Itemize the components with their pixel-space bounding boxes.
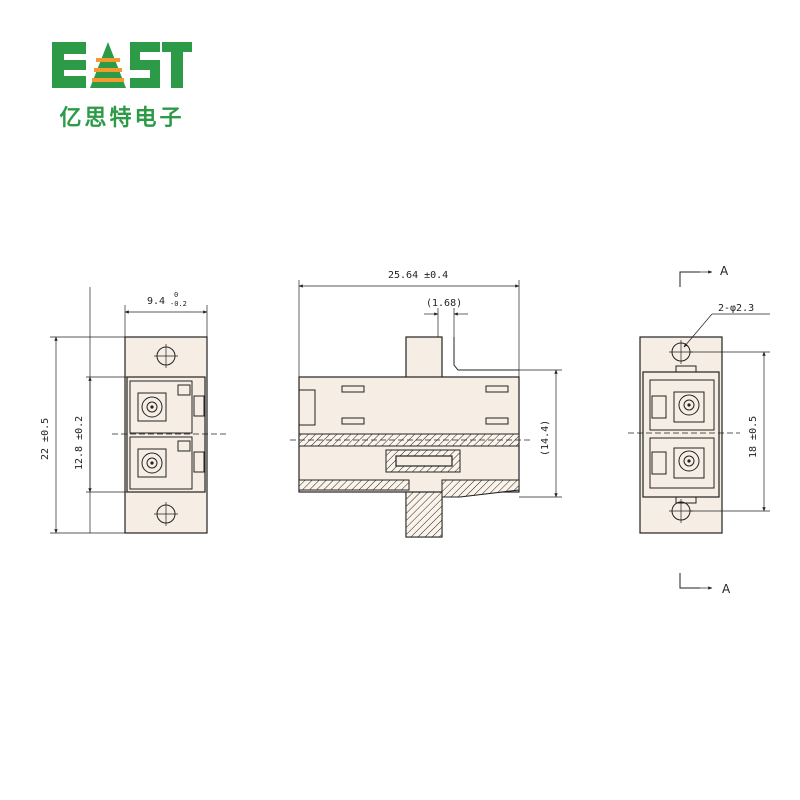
rear-view: A A 2-φ2.3 18 ±0.5 [628,264,770,596]
front-width-tol-upper: 0 [174,291,178,299]
side-flange-hatch [405,484,443,538]
side-view: 25.64 ±0.4 (1.68) (14.4) [290,270,562,538]
front-total-height-dim: 22 ±0.5 [40,418,51,460]
front-width-dim: 9.4 [147,296,165,307]
company-name: 亿思特电子 [59,106,185,131]
rear-ferrule-bottom [673,447,705,479]
side-length-dim: 25.64 ±0.4 [388,270,448,281]
rear-pitch-dim: 18 ±0.5 [748,416,759,458]
ferrule-top [137,392,167,422]
east-logo [52,42,192,88]
front-inner-height-dim: 12.8 ±0.2 [74,416,85,470]
section-marker-bottom [679,573,700,589]
mounting-hole-bottom [154,502,178,526]
front-view: 9.4 0 -0.2 22 ±0.5 12.8 ±0.2 [40,287,226,534]
side-flange-dim: (1.68) [426,298,462,309]
ferrule-bottom [137,448,167,478]
section-label-top: A [720,264,729,278]
mounting-hole-top [154,344,178,368]
side-wall-lower-right [441,479,520,498]
front-width-tol-lower: -0.2 [170,300,187,308]
side-wall-lower-left [298,479,410,491]
section-marker-top [679,271,700,287]
rear-ferrule-top [673,391,705,423]
side-height-dim: (14.4) [540,420,551,456]
rear-hole-dim: 2-φ2.3 [718,303,754,314]
section-label-bottom: A [722,582,731,596]
